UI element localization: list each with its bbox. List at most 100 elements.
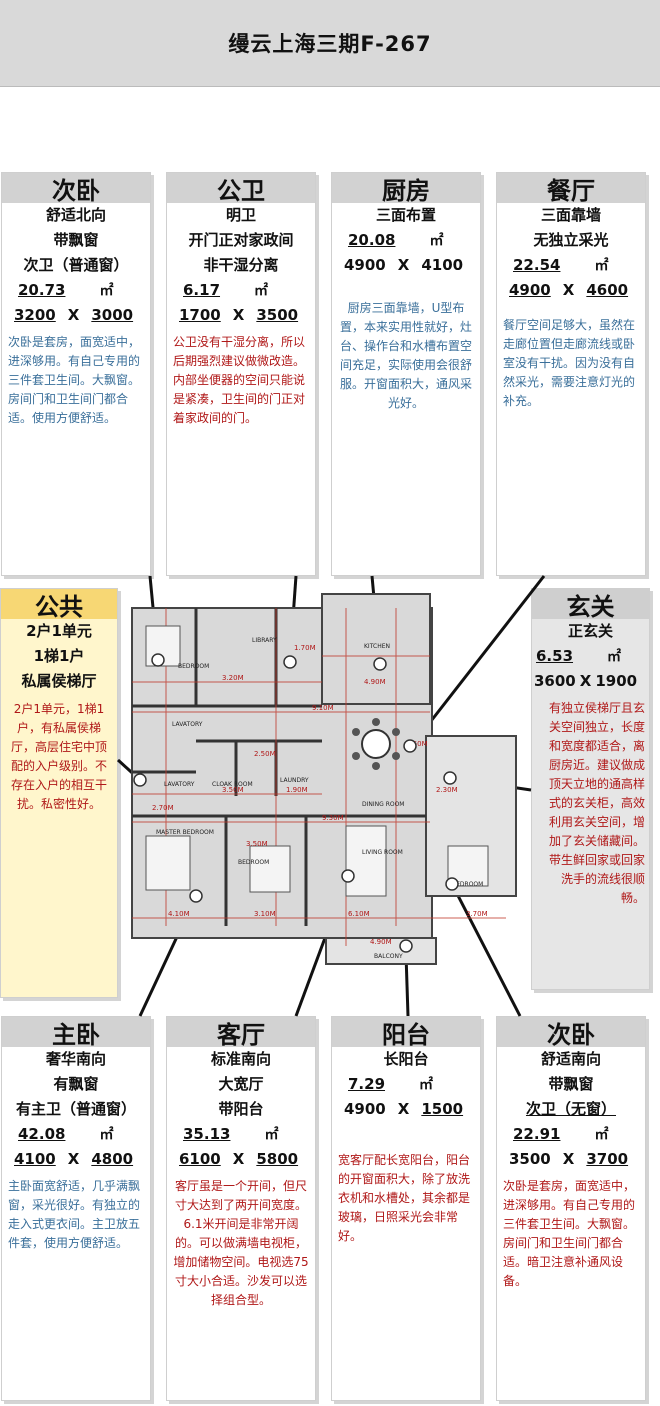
card-description: 次卧是套房，面宽适中，进深够用。有自己专用的三件套卫生间。大飘窗。房间门和卫生间… — [503, 1179, 636, 1288]
dimension-x: X — [579, 672, 592, 690]
dimension-b: 5800 — [256, 1150, 299, 1168]
dimension-label: 4.60M — [406, 740, 428, 748]
area-value: 6.53 — [536, 647, 574, 665]
card-title: 阳台 — [332, 1017, 480, 1049]
card-line: 长阳台 — [383, 1050, 429, 1068]
area-unit: ㎡ — [419, 1077, 434, 1093]
card-line: 无独立采光 — [533, 231, 609, 249]
card-line: 舒适北向 — [45, 206, 106, 224]
dimension-a: 1700 — [179, 306, 221, 324]
card-title: 次卧 — [497, 1017, 645, 1049]
card-title: 厨房 — [332, 173, 480, 205]
dimension-label: 9.30M — [322, 814, 344, 822]
card-line: 私属侯梯厅 — [21, 672, 97, 690]
card-line: 开门正对家政间 — [188, 231, 294, 249]
card-line: 有主卫（普通窗） — [15, 1100, 136, 1118]
room-label: LAUNDRY — [280, 777, 309, 784]
dimension-label: 4.90M — [370, 938, 392, 946]
card-line: 带飘窗 — [53, 231, 99, 249]
room-label: LAVATORY — [164, 781, 195, 788]
area-row: 20.73 ㎡ — [2, 278, 150, 303]
card-line: 三面靠墙 — [540, 206, 601, 224]
area-row: 6.53 ㎡ — [532, 644, 649, 669]
dimension-label: 1.90M — [286, 786, 308, 794]
room-pin — [341, 869, 355, 883]
card-line: 三面布置 — [375, 206, 436, 224]
card-description: 主卧面宽舒适，几乎满飘窗，采光很好。有独立的走入式更衣间。主卫放五件套，使用方便… — [8, 1179, 141, 1250]
room-pin — [283, 655, 297, 669]
area-value: 7.29 — [348, 1075, 386, 1093]
dimension-b: 1900 — [595, 672, 638, 690]
room-label: LIVING ROOM — [362, 849, 403, 856]
card-title: 公共 — [1, 589, 117, 621]
page-title: 缦云上海三期F-267 — [228, 32, 432, 56]
dimension-a: 3600 — [534, 672, 576, 690]
area-unit: ㎡ — [594, 1127, 609, 1143]
room-pin — [403, 739, 417, 753]
area-unit: ㎡ — [594, 258, 609, 274]
card-line: 标准南向 — [210, 1050, 271, 1068]
dimension-x: X — [232, 1150, 245, 1168]
dimension-x: X — [67, 1150, 80, 1168]
dimension-a: 3200 — [14, 306, 56, 324]
card-description: 有独立侯梯厅且玄关空间独立，长度和宽度都适合，离厨房近。建议做成顶天立地的通高样… — [548, 701, 645, 905]
area-value: 6.17 — [183, 281, 221, 299]
card-title: 公卫 — [167, 173, 315, 205]
dimension-b: 4800 — [91, 1150, 134, 1168]
card-description: 客厅虽是一个开间，但尺寸大达到了两开间宽度。6.1米开间是非常开阔的。可以做满墙… — [173, 1179, 309, 1307]
card-description: 餐厅空间足够大，虽然在走廊位置但走廊流线或卧室没有干扰。因为没有自然采光，需要注… — [503, 318, 636, 408]
area-value: 20.73 — [18, 281, 66, 299]
area-value: 42.08 — [18, 1125, 66, 1143]
dimension-label: 3.70M — [466, 910, 488, 918]
room-label: MASTER BEDROOM — [156, 829, 214, 836]
dimension-a: 4900 — [509, 281, 551, 299]
dimension-label: 9.10M — [312, 704, 334, 712]
area-unit: ㎡ — [607, 649, 622, 665]
dimension-x: X — [67, 306, 80, 324]
card-title: 玄关 — [532, 589, 649, 621]
area-unit: ㎡ — [99, 283, 114, 299]
room-pin — [399, 939, 413, 953]
dimension-x: X — [562, 1150, 575, 1168]
room-pin — [443, 771, 457, 785]
floor-plan: BEDROOM LIBRARY KITCHEN LAVATORY LAVATOR… — [131, 593, 517, 965]
area-value: 22.91 — [513, 1125, 561, 1143]
card-description: 2户1单元，1梯1户，有私属侯梯厅，高层住宅中顶配的入户级别。不存在入户的相互干… — [10, 702, 107, 811]
dimension-x: X — [397, 1100, 410, 1118]
dimension-b: 4100 — [421, 256, 464, 274]
card-title: 次卧 — [2, 173, 150, 205]
area-unit: ㎡ — [429, 233, 444, 249]
area-row: 7.29 ㎡ — [332, 1072, 480, 1097]
room-pin — [151, 653, 165, 667]
room-label: BEDROOM — [178, 663, 209, 670]
area-unit: ㎡ — [254, 283, 269, 299]
area-unit: ㎡ — [264, 1127, 279, 1143]
dimension-label: 4.90M — [364, 678, 386, 686]
card-line: 2户1单元 — [26, 622, 92, 640]
area-row: 6.17 ㎡ — [167, 278, 315, 303]
card-line: 带阳台 — [218, 1100, 264, 1118]
dimension-label: 3.10M — [254, 910, 276, 918]
card-description: 公卫没有干湿分离，所以后期强烈建议做微改造。内部坐便器的空间只能说是紧凑，卫生间… — [173, 335, 306, 425]
dimension-label: 2.70M — [152, 804, 174, 812]
area-value: 35.13 — [183, 1125, 231, 1143]
dimension-x: X — [397, 256, 410, 274]
room-pin — [133, 773, 147, 787]
card-line: 奢华南向 — [45, 1050, 106, 1068]
dimension-label: 2.30M — [436, 786, 458, 794]
card-line: 带飘窗 — [548, 1075, 594, 1093]
card-description: 次卧是套房，面宽适中，进深够用。有自己专用的三件套卫生间。大飘窗。房间门和卫生间… — [8, 335, 141, 425]
dimension-label: 4.10M — [168, 910, 190, 918]
card-line: 次卫（无窗） — [525, 1100, 616, 1118]
